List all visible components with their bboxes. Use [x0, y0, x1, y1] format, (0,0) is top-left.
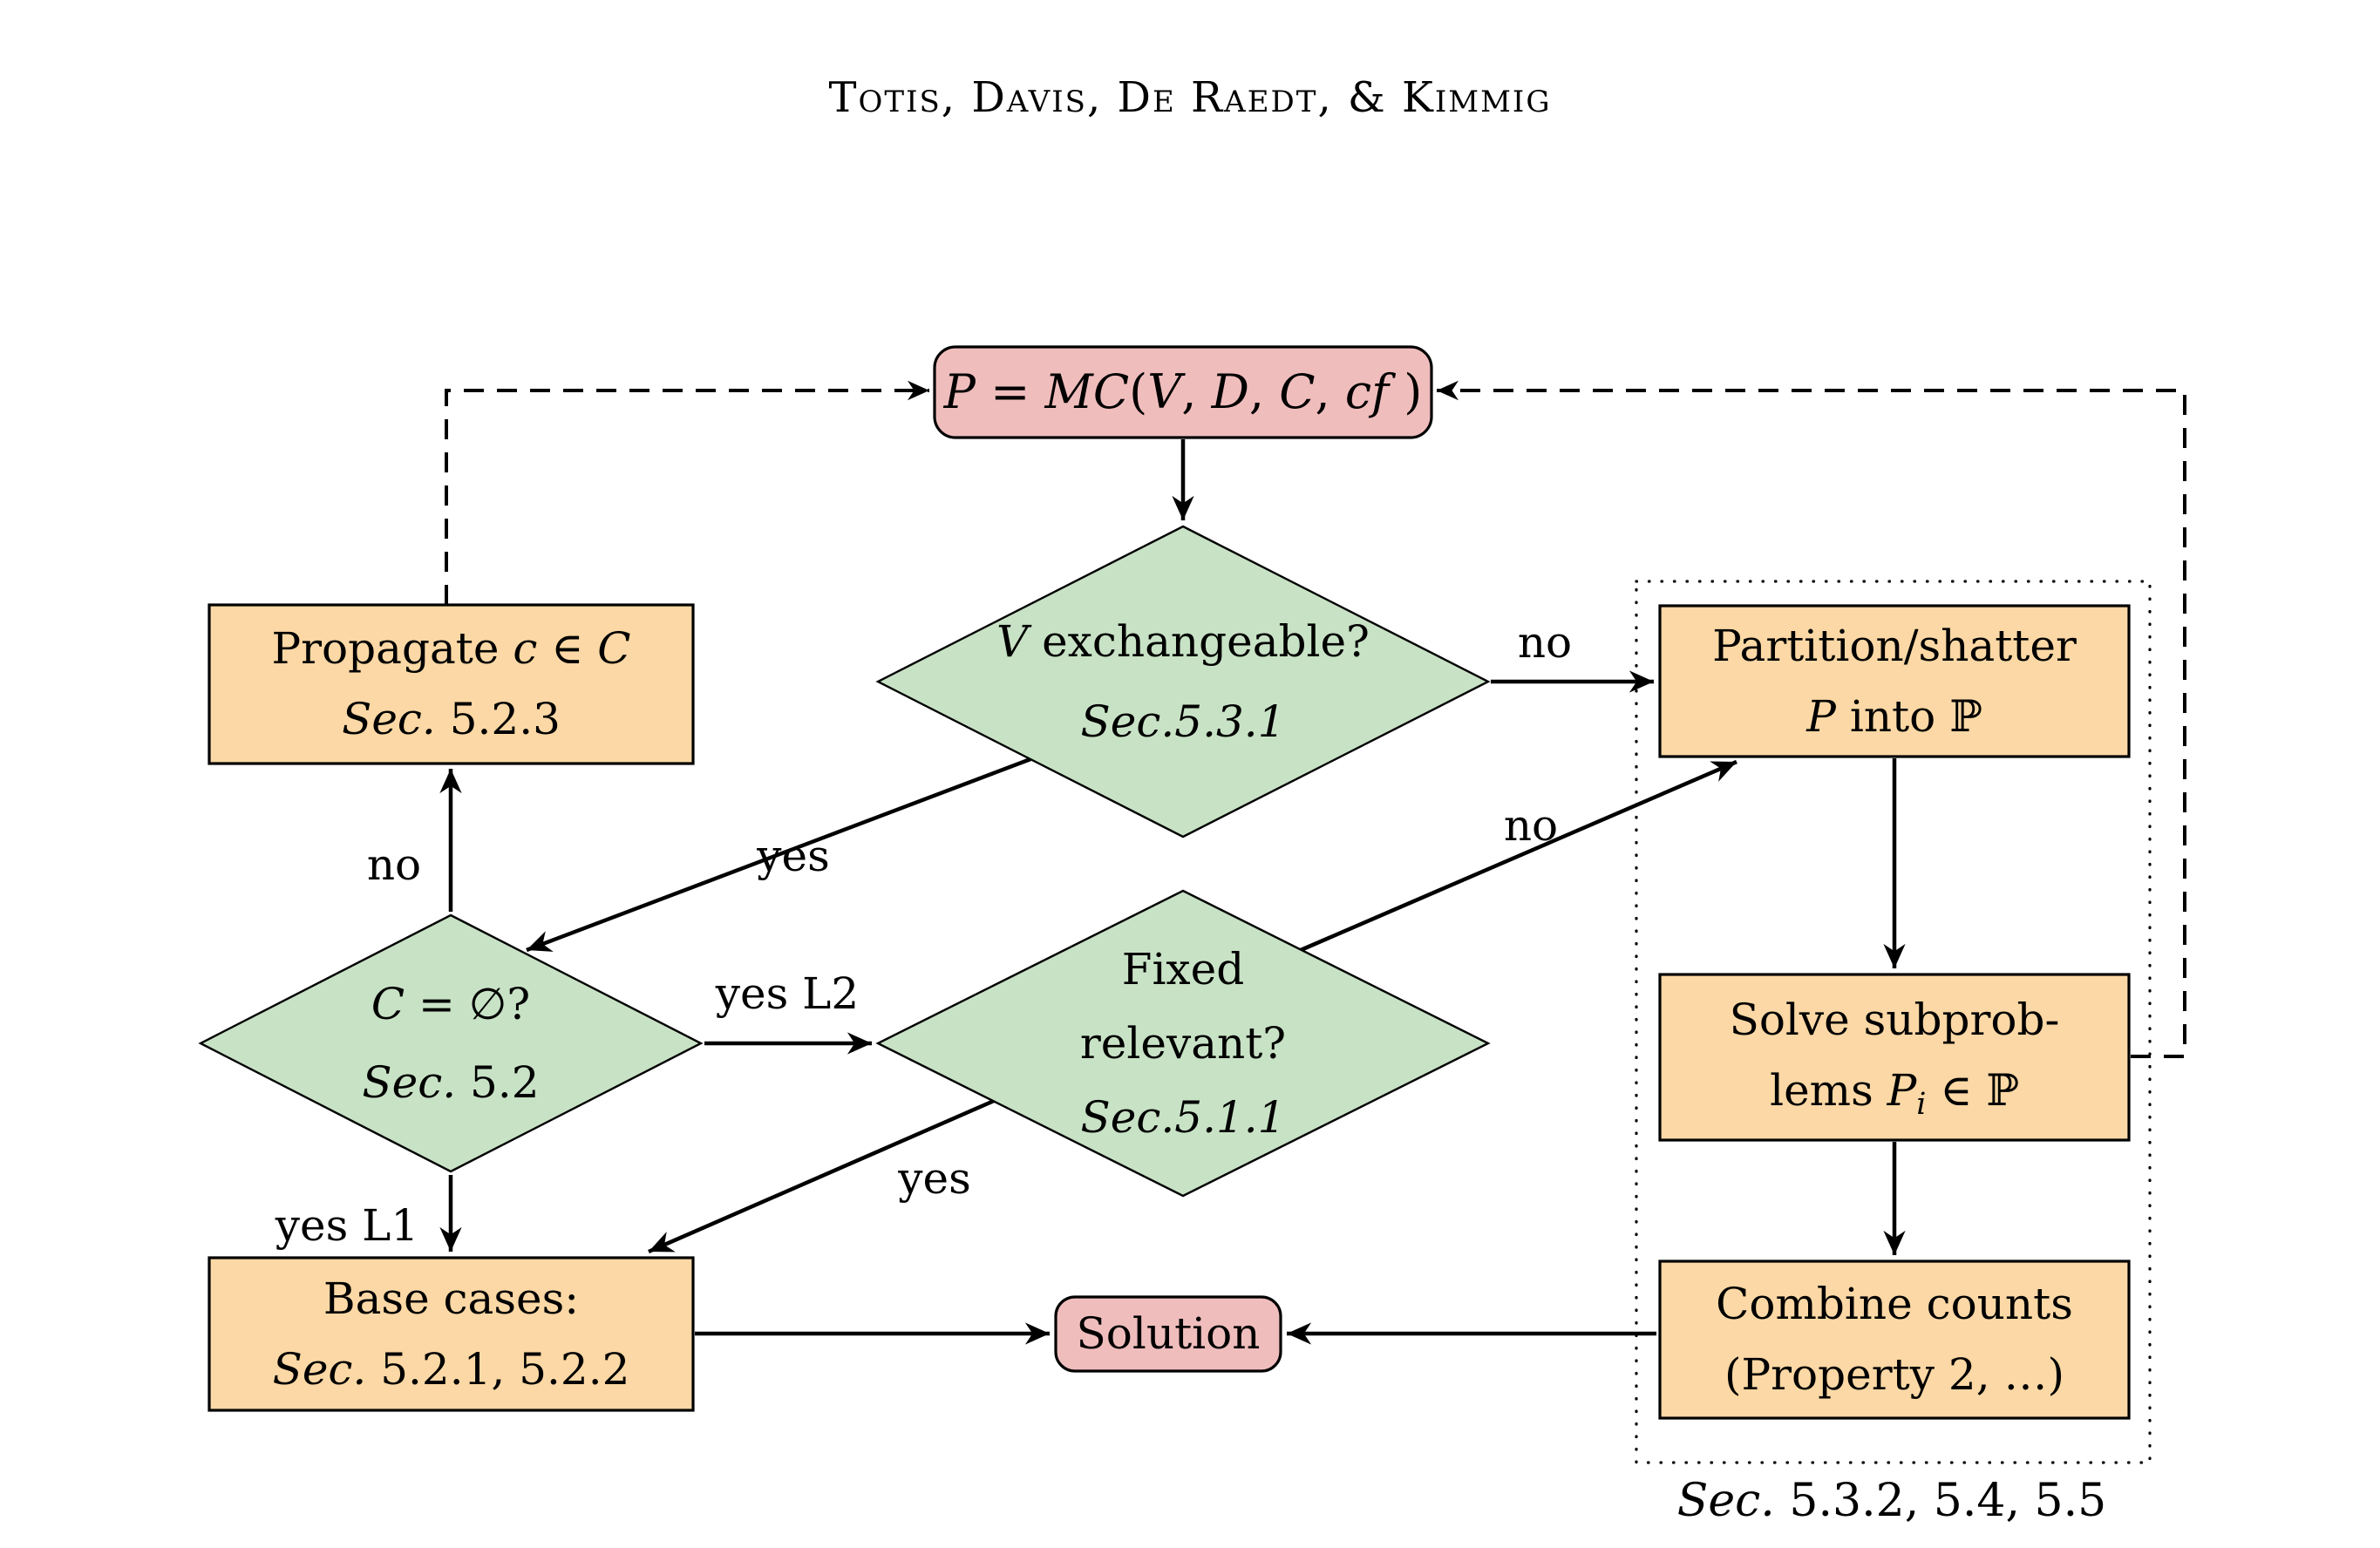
node-solution: Solution [1076, 1308, 1261, 1359]
node-combine-counts: Combine counts(Property 2, …) [1716, 1279, 2073, 1400]
base-cases-box-shape [207, 1256, 695, 1412]
edge-fixed-relevant-to-partition [1300, 759, 1737, 953]
paper-running-head: Totis, Davis, De Raedt, & Kimmig [828, 73, 1552, 122]
edge-label-no-fixed-to-partition: no [1503, 800, 1559, 851]
edge-label-yes-v-to-c-empty: yes [757, 831, 830, 881]
edge-v-exchangeable-to-c-empty [526, 757, 1031, 953]
edge-label-no-v-to-partition: no [1517, 617, 1573, 668]
edge-label-yes-l2: yes L2 [715, 968, 860, 1019]
node-solve-subproblems: Solve subprob-lems Pi ∈ ℙ [1729, 995, 2060, 1123]
node-start-problem: P = MC(V, D, C, cf ) [943, 364, 1423, 420]
start-node-shape [933, 345, 1433, 439]
solve-box-shape [1658, 973, 2131, 1142]
edge-propagate-to-start [445, 380, 929, 605]
propagate-box-shape [207, 603, 695, 765]
v-exchangeable-diamond-shape [875, 525, 1491, 838]
node-c-empty-decision: C = ∅?Sec. 5.2 [362, 979, 540, 1108]
edge-label-yes-l1: yes L1 [275, 1200, 419, 1251]
edge-fixed-relevant-to-base-cases [648, 1098, 995, 1254]
fixed-relevant-diamond-shape [875, 889, 1491, 1198]
edge-label-yes-fixed-to-base: yes [898, 1153, 971, 1204]
solution-node-shape [1054, 1295, 1282, 1373]
partition-box-shape [1658, 604, 2131, 758]
c-empty-diamond-shape [198, 913, 704, 1173]
combine-box-shape [1658, 1259, 2131, 1420]
node-base-cases: Base cases:Sec. 5.2.1, 5.2.2 [272, 1273, 630, 1395]
edge-solve-to-start [1437, 380, 2186, 1058]
group-caption-sections: Sec. 5.3.2, 5.4, 5.5 [1676, 1475, 2107, 1527]
node-v-exchangeable-decision: V exchangeable?Sec.5.3.1 [996, 615, 1370, 748]
edge-label-no-c-empty-to-propagate: no [366, 839, 422, 890]
